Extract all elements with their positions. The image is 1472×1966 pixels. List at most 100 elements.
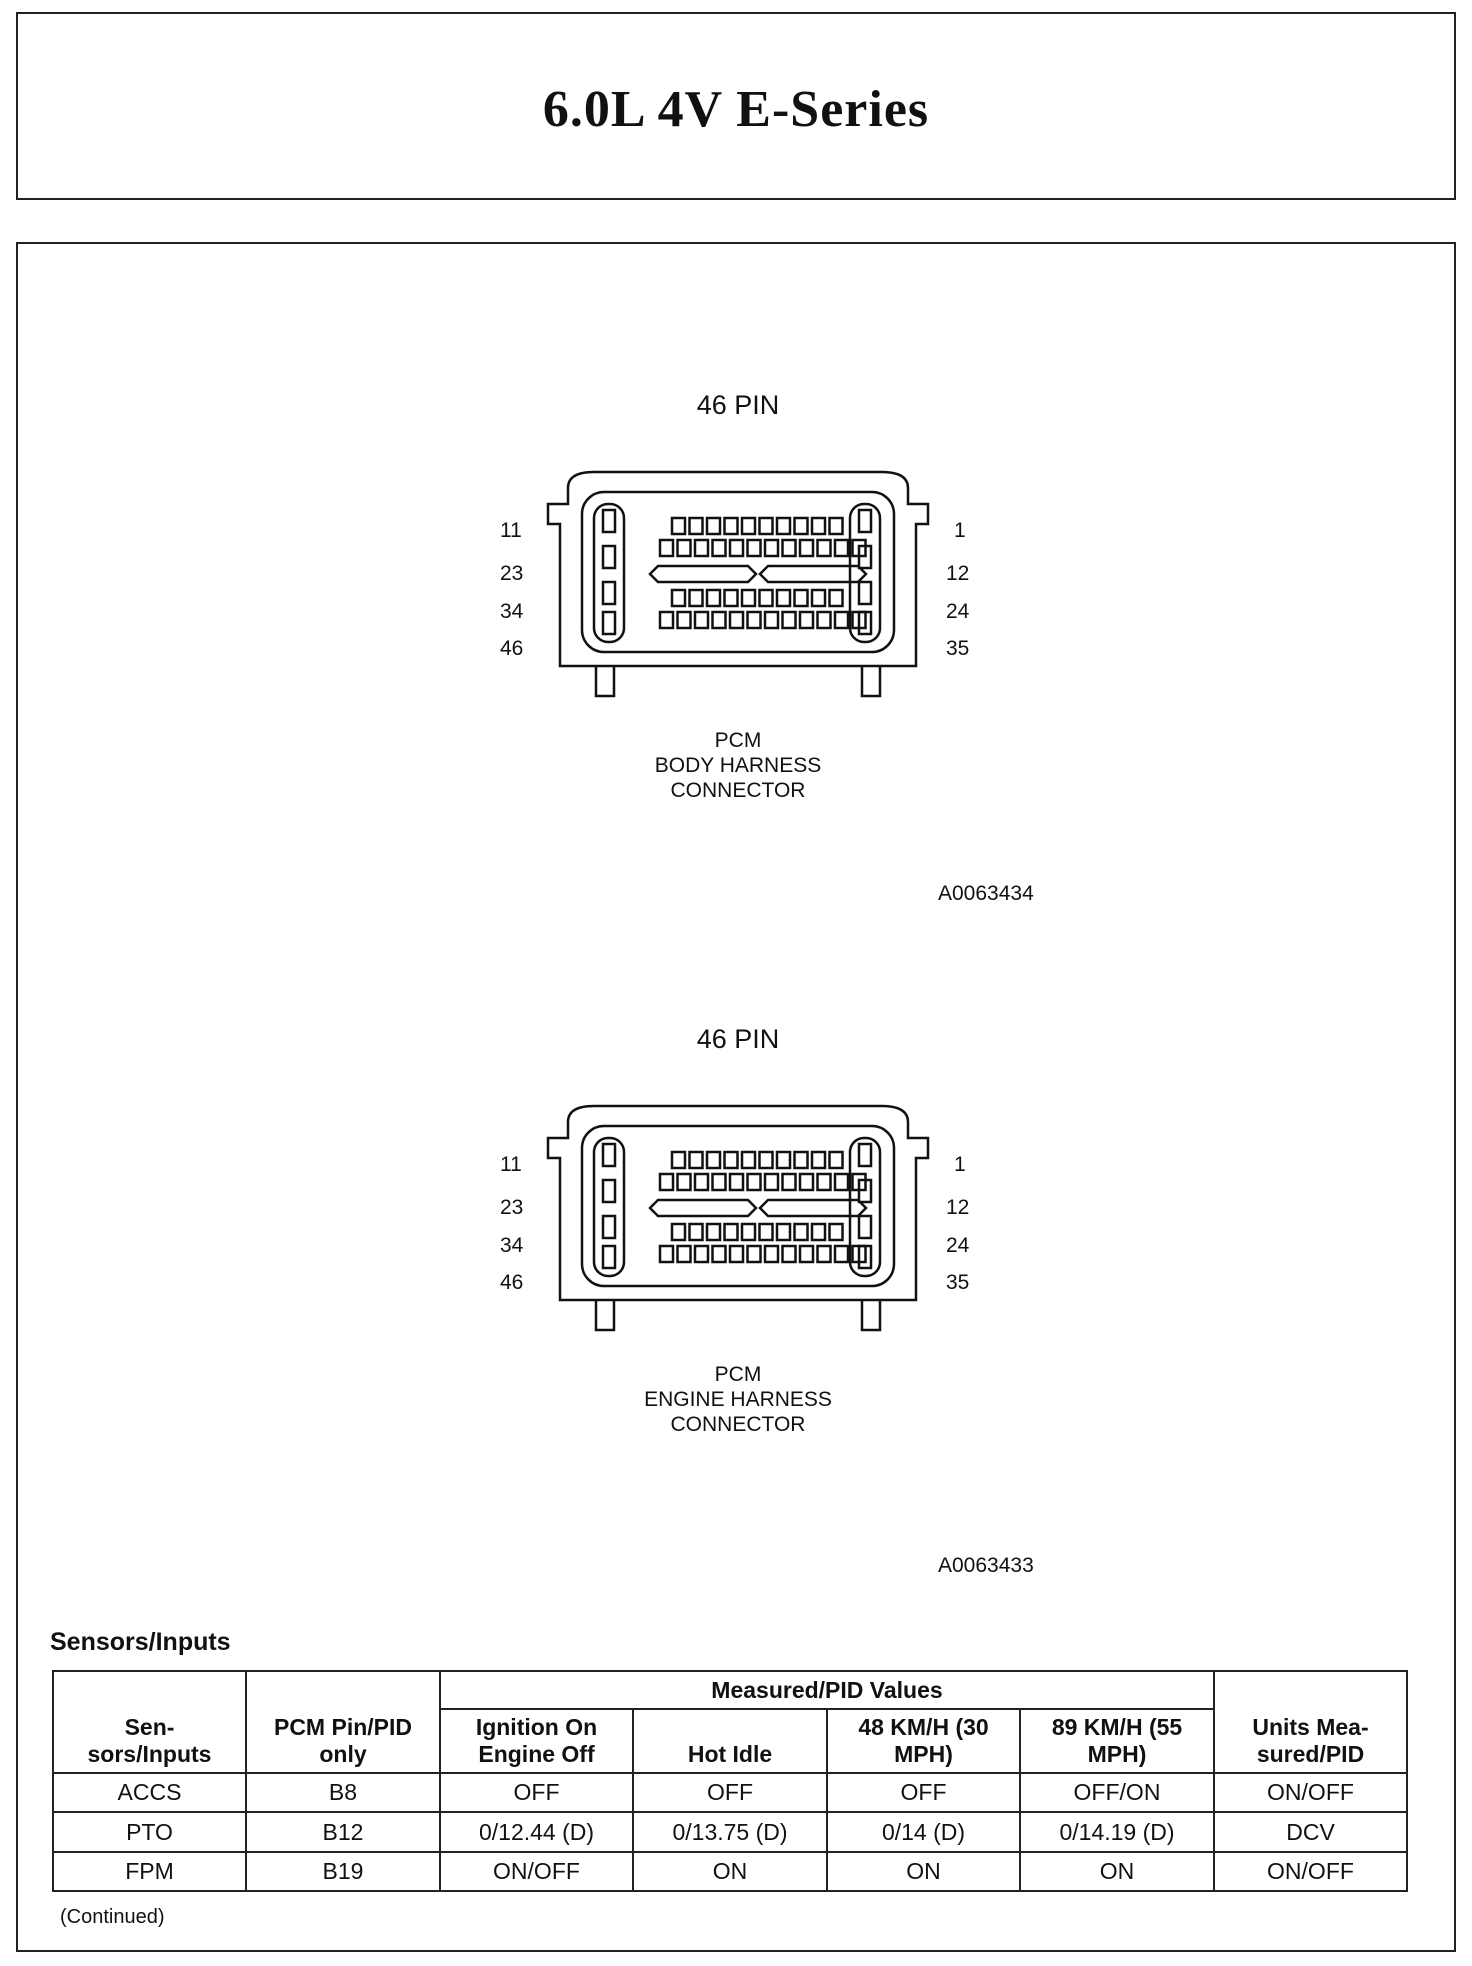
pin-cavity [723, 1150, 739, 1170]
engine-harness-diagram: 46 PIN 11 23 34 46 1 12 24 35 PCM ENGINE… [18, 880, 1458, 1580]
pin-cavity [746, 1172, 762, 1192]
connector-foot [594, 1300, 616, 1332]
table-cell: 0/14 (D) [826, 1811, 1021, 1853]
pin-cavity [705, 1150, 722, 1170]
table-cell: OFF [826, 1772, 1021, 1813]
pin-cavity [676, 1244, 692, 1264]
pin-cavity [705, 516, 722, 536]
connector-drawing [546, 470, 930, 698]
pin-cavity [810, 588, 827, 608]
caption-line: CONNECTOR [670, 779, 806, 802]
pin-cavity [688, 588, 704, 608]
pin-cavity [740, 516, 757, 536]
pin-cavity [723, 588, 739, 608]
pin-cavity [670, 516, 687, 536]
pin-label-left: 23 [500, 562, 524, 585]
section-title: Sensors/Inputs [50, 1628, 231, 1656]
pin-cavity [758, 1222, 774, 1242]
pin-cavity [816, 610, 832, 630]
header-units: Units Mea-sured/PID [1213, 1670, 1408, 1774]
pin-cavity [693, 1172, 710, 1192]
pin-cavity [758, 588, 774, 608]
pin-cavity [763, 538, 780, 558]
table-cell: ON [632, 1851, 828, 1892]
pin-cavity [857, 508, 873, 534]
pin-cavity [781, 538, 797, 558]
table-cell: ON [826, 1851, 1021, 1892]
table-cell: ON/OFF [1213, 1772, 1408, 1813]
pin-cavity [798, 538, 815, 558]
pin-cavity [793, 1150, 809, 1170]
content-box: 46 PIN 11 23 34 46 1 12 24 35 PCM BODY H… [16, 242, 1456, 1952]
table-row: FPM B19 ON/OFF ON ON ON ON/OFF [52, 1851, 1408, 1892]
pin-cavity [781, 610, 797, 630]
pin-cavity [857, 580, 873, 606]
pin-cavity [601, 610, 617, 636]
side-pin-column [592, 1136, 626, 1278]
pin-label-left: 34 [500, 600, 524, 623]
pin-cavity [723, 516, 739, 536]
figure-id: A0063433 [938, 1554, 1034, 1577]
table-cell: FPM [52, 1851, 247, 1892]
pin-cavity [658, 610, 675, 630]
pin-cavity [601, 1244, 617, 1270]
pin-cavity [798, 1244, 815, 1264]
pin-cavity [676, 538, 692, 558]
pin-cavity [763, 1244, 780, 1264]
connector-frame [580, 490, 896, 654]
pin-cavity [676, 610, 692, 630]
pin-cavity [601, 1214, 617, 1240]
pin-cavity [693, 538, 710, 558]
pin-cavity [810, 1150, 827, 1170]
pin-cavity [828, 1150, 844, 1170]
pin-label-left: 11 [500, 1153, 522, 1176]
pin-count-title: 46 PIN [696, 1024, 780, 1054]
table-cell: B12 [245, 1811, 441, 1853]
continued-note: (Continued) [60, 1906, 165, 1928]
latch-slot [648, 1198, 758, 1218]
pin-cavity [676, 1172, 692, 1192]
pin-cavity [658, 1172, 675, 1192]
pin-cavity [601, 508, 617, 534]
pin-cavity [728, 538, 745, 558]
latch-slot [648, 564, 758, 584]
pin-cavity [833, 1244, 850, 1264]
body-harness-diagram: 46 PIN 11 23 34 46 1 12 24 35 PCM BODY H… [18, 244, 1458, 944]
pin-label-left: 11 [500, 519, 522, 542]
pin-cavity [601, 1178, 617, 1204]
figure-id: A0063434 [938, 882, 1034, 905]
connector-foot [594, 666, 616, 698]
table-cell: ON/OFF [439, 1851, 634, 1892]
pin-cavity [828, 588, 844, 608]
pin-cavity [828, 1222, 844, 1242]
pin-cavity [705, 588, 722, 608]
pin-cavity [711, 538, 727, 558]
pin-cavity [810, 516, 827, 536]
pin-label-right: 12 [946, 1196, 970, 1219]
pin-count-title: 46 PIN [696, 390, 780, 420]
pin-cavity [851, 1172, 867, 1192]
pin-label-left: 23 [500, 1196, 524, 1219]
pin-cavity [758, 1150, 774, 1170]
latch-slot [758, 564, 868, 584]
pin-cavity [601, 580, 617, 606]
pin-cavity [705, 1222, 722, 1242]
table-cell: ON [1019, 1851, 1215, 1892]
table-cell: ON/OFF [1213, 1851, 1408, 1892]
table-cell: 0/14.19 (D) [1019, 1811, 1215, 1853]
caption-line: PCM [714, 1363, 762, 1386]
pin-cavity [711, 610, 727, 630]
pin-cavity [816, 1172, 832, 1192]
table-row: PTO B12 0/12.44 (D) 0/13.75 (D) 0/14 (D)… [52, 1811, 1408, 1853]
table-cell: B19 [245, 1851, 441, 1892]
caption-line: PCM [714, 729, 762, 752]
pin-cavity [775, 516, 792, 536]
table-cell: OFF [632, 1772, 828, 1813]
pin-label-left: 34 [500, 1234, 524, 1257]
pin-cavity [781, 1244, 797, 1264]
table-cell: ACCS [52, 1772, 247, 1813]
